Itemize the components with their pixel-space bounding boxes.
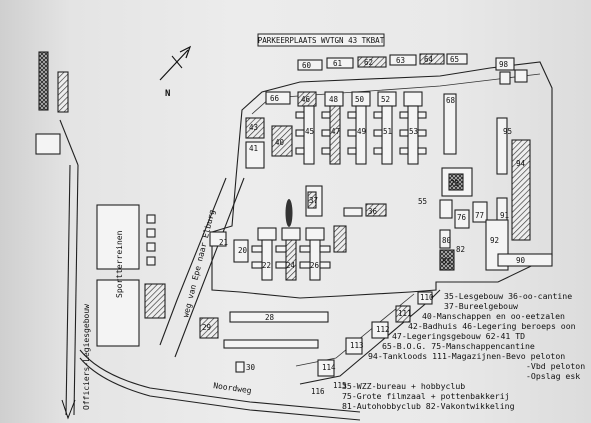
- north-arrow-icon: [159, 45, 192, 81]
- legend-line: 81-Autohobbyclub 82-Vakontwikkeling: [342, 401, 515, 411]
- sport-field-2: [96, 279, 140, 347]
- svg-text:48: 48: [329, 95, 339, 104]
- svg-text:65: 65: [450, 55, 459, 64]
- svg-text:75: 75: [450, 179, 459, 188]
- svg-text:52: 52: [381, 95, 390, 104]
- left-edge-building-2: [57, 71, 69, 113]
- svg-text:49: 49: [357, 127, 366, 136]
- small-square: [35, 133, 61, 155]
- svg-text:81: 81: [442, 257, 451, 266]
- svg-text:61: 61: [333, 59, 342, 68]
- sport-label: Sportterreinen: [115, 230, 124, 298]
- north-label: N: [165, 89, 170, 99]
- svg-text:24: 24: [286, 261, 296, 270]
- legend-line: 42-Badhuis 46-Legering beroeps oon: [408, 321, 576, 331]
- svg-text:63: 63: [396, 56, 405, 65]
- legend-line: 40-Manschappen en oo-eetzalen: [422, 311, 565, 321]
- svg-text:53: 53: [409, 127, 418, 136]
- svg-text:51: 51: [383, 127, 392, 136]
- svg-text:21: 21: [219, 238, 228, 247]
- svg-text:62: 62: [364, 58, 373, 67]
- svg-text:55: 55: [418, 197, 427, 206]
- svg-text:41: 41: [249, 144, 258, 153]
- gate-building: [144, 283, 166, 319]
- svg-text:43: 43: [249, 123, 258, 132]
- legend-line: 35-Lesgebouw 36-oo-cantine: [444, 291, 572, 301]
- svg-text:68: 68: [446, 96, 456, 105]
- svg-text:46: 46: [301, 95, 311, 104]
- svg-text:36: 36: [368, 207, 378, 216]
- officiers-road: [59, 119, 79, 420]
- legend-line: 47-Legeringsgebouw 62-41 TD: [392, 331, 525, 341]
- svg-text:64: 64: [424, 55, 434, 64]
- svg-text:26: 26: [310, 261, 320, 270]
- svg-text:110: 110: [420, 293, 434, 302]
- svg-text:47: 47: [331, 127, 340, 136]
- elburg-road: [159, 177, 245, 358]
- svg-text:28: 28: [265, 313, 275, 322]
- legend-line: 65-B.O.G. 75-Manschappencantine: [382, 341, 535, 351]
- svg-text:45: 45: [305, 127, 314, 136]
- barrack-blocks: [295, 91, 457, 165]
- road-label-officiers: Officiers-Legiesgebouw: [82, 304, 91, 410]
- road-label-noordweg: Noordweg: [213, 381, 253, 395]
- svg-text:111: 111: [398, 309, 412, 318]
- building-number-labels: 60 61 62 63 64 65 98 66 46 48 50 52 68 4…: [202, 55, 526, 396]
- svg-text:22: 22: [262, 261, 271, 270]
- magazine-strip: [295, 289, 441, 385]
- svg-text:92: 92: [490, 236, 499, 245]
- svg-text:37: 37: [309, 196, 318, 205]
- legend-line: 75-Grote filmzaal + pottenbakkerij: [342, 391, 510, 401]
- svg-text:112: 112: [376, 325, 390, 334]
- svg-text:66: 66: [270, 94, 280, 103]
- legend-line: 94-Tankloods 111-Magazijnen-Bevo peloton: [368, 351, 565, 361]
- sport-field-1: [96, 204, 140, 270]
- svg-text:77: 77: [475, 211, 484, 220]
- title-box: [257, 33, 385, 47]
- page-title: PARKEERPLAATS WVTGN 43 TKBAT: [258, 36, 385, 45]
- svg-text:116: 116: [311, 387, 325, 396]
- lower-blocks: [251, 227, 331, 281]
- legend-line: -Vbd peloton: [526, 361, 585, 371]
- svg-text:20: 20: [238, 246, 248, 255]
- svg-text:91: 91: [500, 211, 509, 220]
- legend-line: 37-Bureelgebouw: [444, 301, 518, 311]
- legend-line: 35-WZZ-bureau + hobbyclub: [342, 381, 465, 391]
- svg-text:76: 76: [457, 213, 467, 222]
- legend-line: -Opslag esk: [526, 371, 580, 381]
- svg-text:90: 90: [516, 256, 526, 265]
- svg-text:94: 94: [516, 159, 526, 168]
- legend: 35-Lesgebouw 36-oo-cantine 37-Bureelgebo…: [342, 291, 585, 411]
- ink-smudge: [285, 199, 293, 227]
- svg-text:30: 30: [246, 363, 256, 372]
- svg-text:29: 29: [202, 323, 211, 332]
- svg-text:115: 115: [333, 381, 347, 390]
- svg-text:98: 98: [499, 60, 509, 69]
- svg-text:80: 80: [442, 236, 452, 245]
- svg-text:50: 50: [355, 95, 365, 104]
- svg-text:60: 60: [302, 61, 312, 70]
- svg-text:95: 95: [503, 127, 512, 136]
- svg-text:113: 113: [350, 341, 364, 350]
- road-label-elburg: weg van Epe naar Elburg: [181, 209, 217, 319]
- svg-text:82: 82: [456, 245, 465, 254]
- svg-text:40: 40: [275, 138, 285, 147]
- svg-text:114: 114: [322, 363, 336, 372]
- left-edge-building: [38, 51, 49, 111]
